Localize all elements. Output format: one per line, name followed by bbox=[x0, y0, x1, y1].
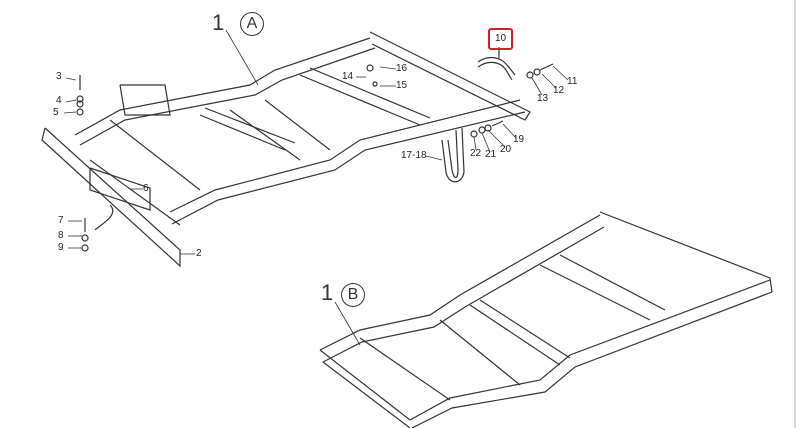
callout-4[interactable]: 4 bbox=[56, 95, 62, 106]
fasteners bbox=[76, 63, 554, 252]
callout-9[interactable]: 9 bbox=[58, 242, 64, 253]
callout-16[interactable]: 16 bbox=[396, 63, 408, 74]
view-b-letter: B bbox=[341, 283, 365, 307]
frame-a bbox=[41, 31, 531, 268]
callout-17-18[interactable]: 17-18 bbox=[401, 150, 427, 161]
view-a-letter: A bbox=[240, 12, 264, 36]
callout-13[interactable]: 13 bbox=[537, 93, 549, 104]
bracket-10 bbox=[477, 47, 516, 81]
callout-7[interactable]: 7 bbox=[58, 215, 64, 226]
scrollbar[interactable] bbox=[794, 0, 796, 428]
callout-22[interactable]: 22 bbox=[470, 148, 482, 159]
callout-20[interactable]: 20 bbox=[500, 144, 512, 155]
callout-2[interactable]: 2 bbox=[196, 248, 202, 259]
callout-11[interactable]: 11 bbox=[567, 76, 578, 87]
leader-lines bbox=[63, 29, 569, 346]
bracket-17-18 bbox=[441, 127, 465, 183]
view-a-number: 1 bbox=[212, 10, 225, 35]
callout-6[interactable]: 6 bbox=[143, 183, 149, 194]
callout-15[interactable]: 15 bbox=[396, 80, 408, 91]
callout-14[interactable]: 14 bbox=[342, 71, 354, 82]
view-b-number: 1 bbox=[321, 280, 334, 305]
callout-19[interactable]: 19 bbox=[513, 134, 525, 145]
frame-b bbox=[319, 211, 773, 428]
callout-3[interactable]: 3 bbox=[56, 71, 62, 82]
callout-10-highlighted[interactable]: 10 bbox=[488, 28, 513, 50]
callout-8[interactable]: 8 bbox=[58, 230, 64, 241]
callout-21[interactable]: 21 bbox=[485, 149, 497, 160]
callout-12[interactable]: 12 bbox=[553, 85, 565, 96]
callout-5[interactable]: 5 bbox=[53, 107, 59, 118]
